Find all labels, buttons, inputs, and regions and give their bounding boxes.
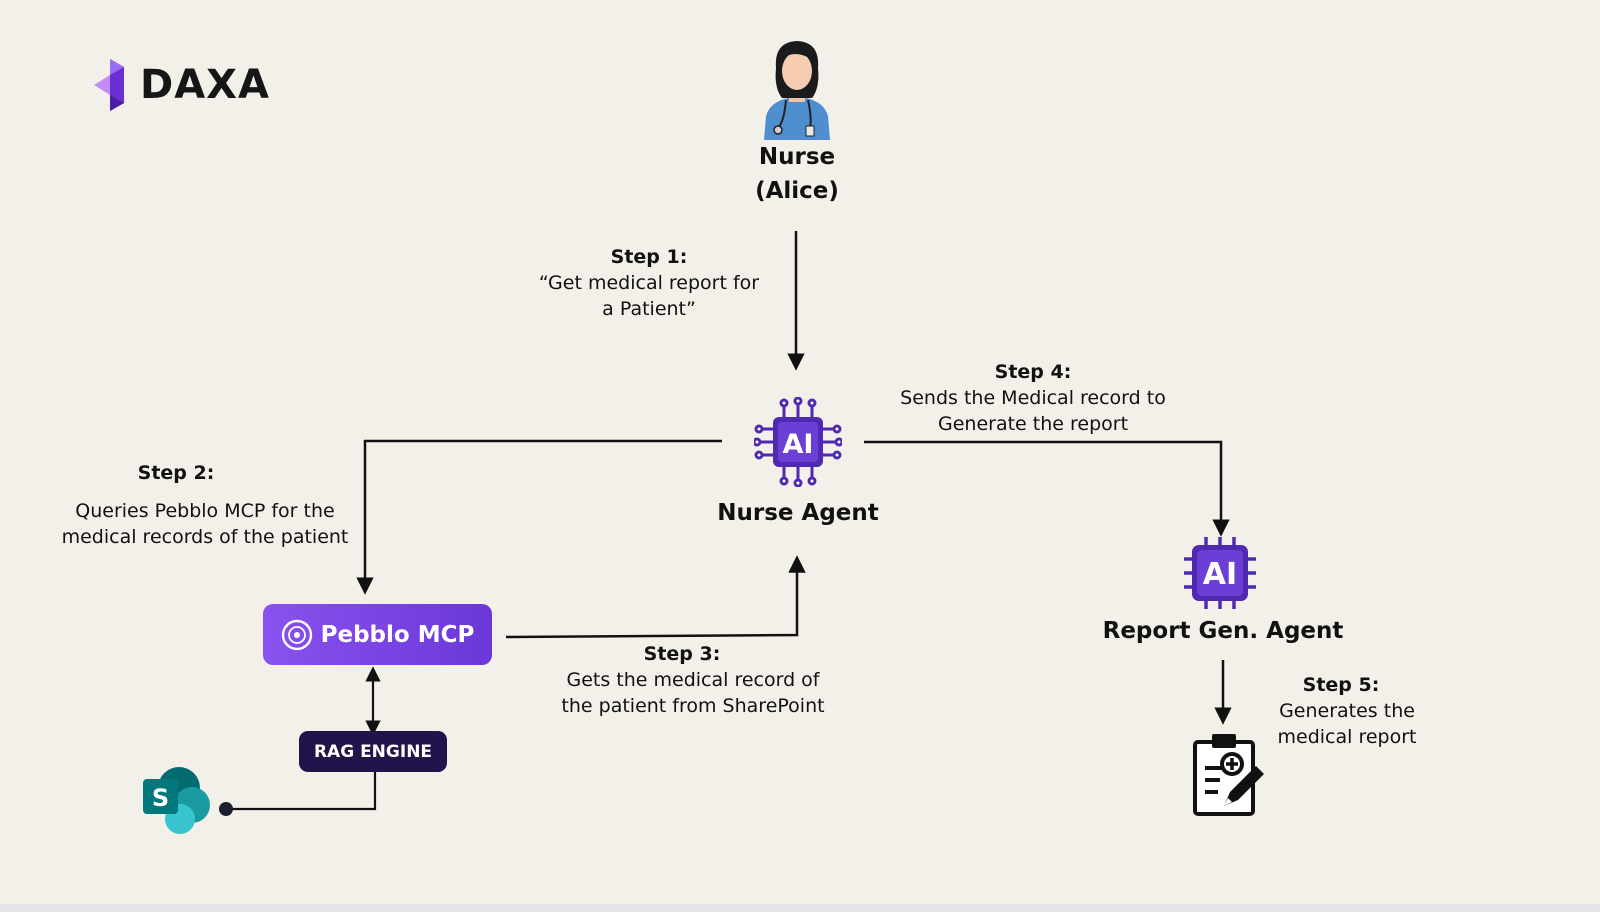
nurse-label: Nurse (Alice) xyxy=(700,140,894,208)
step2-line2: medical records of the patient xyxy=(61,526,349,548)
bottom-strip xyxy=(0,904,1600,912)
step3-line2: the patient from SharePoint xyxy=(561,695,825,717)
nurse-agent-chip-text: AI xyxy=(783,429,814,460)
report-agent-label: Report Gen. Agent xyxy=(1102,618,1344,644)
arrow-agent-to-report xyxy=(864,440,1230,537)
sharepoint-icon: S xyxy=(143,767,210,834)
step3-annotation: Step 3: Gets the medical record of the p… xyxy=(548,641,838,719)
step1-annotation: Step 1: “Get medical report for a Patien… xyxy=(515,244,783,322)
pebblo-mcp-label: Pebblo MCP xyxy=(320,621,475,648)
step4-line1: Sends the Medical record to xyxy=(900,387,1166,409)
nurse-agent-label: Nurse Agent xyxy=(717,500,879,526)
logo-text: DAXA xyxy=(140,62,270,108)
pebblo-logo-icon xyxy=(281,619,312,650)
nurse-name: Nurse xyxy=(758,144,836,170)
step3-line1: Gets the medical record of xyxy=(566,669,820,691)
step2-title: Step 2: xyxy=(137,462,215,484)
step5-annotation: Step 5: Generates the medical report xyxy=(1262,672,1432,750)
step2-annotation: Step 2: Queries Pebblo MCP for the medic… xyxy=(60,460,350,550)
arrow-agent-to-pebblo xyxy=(356,439,722,595)
sharepoint-letter: S xyxy=(152,784,169,812)
step1-title: Step 1: xyxy=(610,246,688,268)
report-agent-ai-chip-icon: AI xyxy=(1184,537,1256,609)
nurse-agent-ai-chip-icon: AI xyxy=(754,397,842,487)
arrow-pebblo-to-agent xyxy=(505,555,806,639)
daxa-logo: DAXA xyxy=(94,58,270,112)
pebblo-mcp-box: Pebblo MCP xyxy=(263,604,492,665)
step5-line2: medical report xyxy=(1277,726,1417,748)
step5-line1: Generates the xyxy=(1279,700,1415,722)
medical-report-icon xyxy=(1193,734,1264,816)
nurse-avatar-icon xyxy=(764,41,830,140)
step4-title: Step 4: xyxy=(994,361,1072,383)
daxa-logo-icon xyxy=(94,59,124,111)
step3-title: Step 3: xyxy=(643,643,721,665)
step4-annotation: Step 4: Sends the Medical record to Gene… xyxy=(893,359,1173,437)
step1-line2: a Patient” xyxy=(602,298,696,320)
line-rag-to-sharepoint xyxy=(228,772,377,811)
connector-dot xyxy=(219,802,233,816)
step4-line2: Generate the report xyxy=(937,413,1129,435)
step1-line1: “Get medical report for xyxy=(538,272,760,294)
step2-line1: Queries Pebblo MCP for the xyxy=(75,500,335,522)
report-agent-chip-text: AI xyxy=(1203,557,1237,592)
rag-engine-box: RAG ENGINE xyxy=(299,731,447,772)
nurse-role: (Alice) xyxy=(755,178,839,204)
step5-title: Step 5: xyxy=(1302,674,1380,696)
